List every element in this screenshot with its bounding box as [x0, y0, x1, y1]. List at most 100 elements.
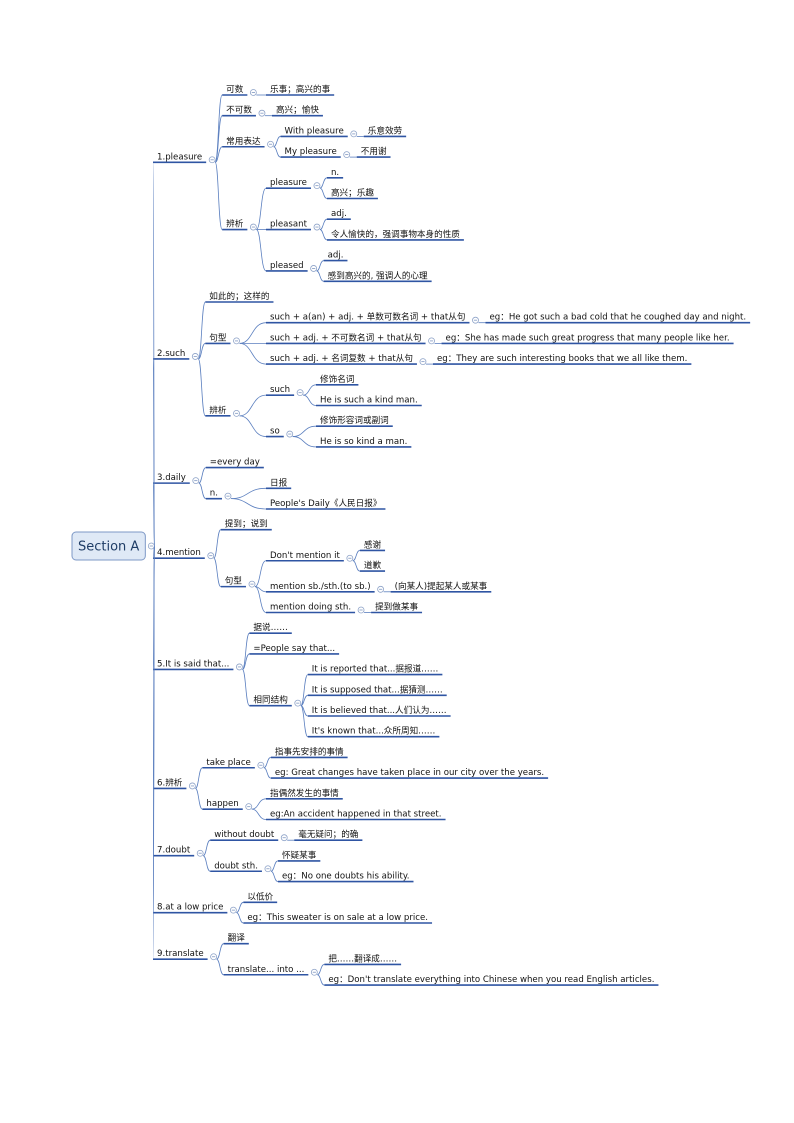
- node-text[interactable]: 提到；说到: [225, 518, 268, 530]
- node-mention-doing-sth[interactable]: mention doing sth.: [270, 603, 351, 613]
- node-text[interactable]: 可数: [226, 83, 244, 95]
- node-such-adj-that[interactable]: such + adj. + 不可数名词 + that从句: [270, 331, 422, 343]
- node-text[interactable]: 翻译: [228, 933, 246, 944]
- node-eg-great-changes-have-taken-place-in-our-city-over-the-years[interactable]: eg: Great changes have taken place in ou…: [275, 768, 544, 778]
- connector: [270, 860, 279, 872]
- node-text[interactable]: 句型: [225, 575, 243, 587]
- node-n[interactable]: n.: [210, 489, 218, 499]
- connector: [303, 394, 317, 406]
- node-3-daily[interactable]: 3.daily: [157, 473, 186, 483]
- node-text[interactable]: 辨析: [226, 218, 244, 230]
- root-node-label[interactable]: Section A: [78, 540, 139, 555]
- node-text[interactable]: 道歉: [364, 559, 382, 571]
- node-such-adj-that[interactable]: such + adj. + 名词复数 + that从句: [270, 352, 413, 364]
- connector: [202, 855, 211, 872]
- node-eg-she-has-made-such-great-progress-that-many-people-like-her[interactable]: eg：She has made such great progress that…: [446, 333, 730, 343]
- node-9-translate[interactable]: 9.translate: [157, 949, 204, 959]
- node-happen[interactable]: happen: [206, 799, 238, 809]
- node-it-s-known-that[interactable]: It's known that...众所周知……: [312, 725, 436, 737]
- node-text[interactable]: 不可数: [226, 104, 252, 116]
- node-1-pleasure[interactable]: 1.pleasure: [157, 152, 202, 162]
- connector: [251, 808, 267, 820]
- connector: [216, 943, 224, 960]
- node-text[interactable]: 以低价: [247, 890, 273, 902]
- node-text[interactable]: 感谢: [364, 538, 382, 550]
- connector: [230, 487, 267, 500]
- node-text[interactable]: 毫无疑问；的确: [298, 828, 358, 840]
- connector: [319, 187, 328, 199]
- node-text[interactable]: 如此的；这样的: [209, 290, 269, 302]
- node-text[interactable]: 指偶然发生的事情: [270, 787, 339, 799]
- node-adj[interactable]: adj.: [331, 209, 347, 219]
- node-4-mention[interactable]: 4.mention: [157, 548, 201, 558]
- node-text[interactable]: 指事先安排的事情: [275, 745, 344, 757]
- node-such-a-an-adj-that[interactable]: such + a(an) + adj. + 单数可数名词 + that从句: [270, 311, 465, 323]
- node-such[interactable]: such: [270, 385, 290, 395]
- connector: [239, 343, 267, 365]
- node-text[interactable]: 修饰名词: [320, 373, 354, 385]
- node-text[interactable]: 提到做某事: [375, 601, 418, 613]
- node-translate-into[interactable]: translate... into ...: [228, 965, 305, 975]
- node-text[interactable]: 日报: [270, 477, 288, 488]
- node-pleasant[interactable]: pleasant: [270, 220, 308, 230]
- node-text[interactable]: 高兴；乐趣: [331, 187, 374, 199]
- node-5-it-is-said-that[interactable]: 5.It is said that...: [157, 659, 229, 669]
- node-text[interactable]: 辨析: [209, 404, 227, 416]
- node-my-pleasure[interactable]: My pleasure: [285, 147, 337, 157]
- node-text[interactable]: 修饰形容词或副词: [320, 414, 389, 426]
- node-so[interactable]: so: [270, 427, 280, 437]
- node-it-is-reported-that[interactable]: It is reported that...据报道……: [312, 663, 439, 675]
- node-every-day[interactable]: =every day: [210, 458, 260, 468]
- node-text[interactable]: 令人愉快的，强调事物本身的性质: [331, 228, 460, 240]
- connector: [198, 467, 206, 484]
- connector: [263, 757, 271, 769]
- connector: [152, 482, 155, 547]
- node-without-doubt[interactable]: without doubt: [214, 830, 275, 840]
- connector: [236, 912, 244, 924]
- node-text[interactable]: 感到高兴的, 强调人的心理: [328, 269, 428, 281]
- node-text[interactable]: 怀疑某事: [282, 849, 317, 861]
- node-it-is-supposed-that[interactable]: It is supposed that...据猜测……: [312, 683, 443, 695]
- node-people-s-daily[interactable]: People's Daily《人民日报》: [270, 498, 381, 509]
- node-eg-he-got-such-a-bad-cold-that-he-coughed-day-and-night[interactable]: eg：He got such a bad cold that he coughe…: [489, 313, 746, 323]
- node-it-is-believed-that[interactable]: It is believed that...人们认为……: [312, 704, 447, 716]
- node-eg-no-one-doubts-his-ability[interactable]: eg：No one doubts his ability.: [282, 872, 410, 882]
- node-pleased[interactable]: pleased: [270, 261, 304, 271]
- connector: [292, 436, 317, 448]
- connector: [197, 301, 206, 360]
- node-with-pleasure[interactable]: With pleasure: [285, 126, 344, 136]
- connector: [214, 115, 223, 163]
- node-8-at-a-low-price[interactable]: 8.at a low price: [157, 903, 223, 913]
- node-he-is-so-kind-a-man[interactable]: He is so kind a man.: [320, 437, 407, 447]
- node-eg-an-accident-happened-in-that-street[interactable]: eg:An accident happened in that street.: [270, 810, 442, 820]
- node-6[interactable]: 6.辨析: [157, 776, 183, 788]
- root-node[interactable]: [71, 531, 146, 561]
- node-text[interactable]: 乐意效劳: [368, 124, 403, 136]
- node-pleasure[interactable]: pleasure: [270, 178, 307, 188]
- node-eg-don-t-translate-everything-into-chinese-when-you-read-english-articles[interactable]: eg：Don't translate everything into Chine…: [328, 975, 654, 985]
- node-take-place[interactable]: take place: [206, 758, 250, 768]
- node-he-is-such-a-kind-man[interactable]: He is such a kind man.: [320, 396, 418, 406]
- node-don-t-mention-it[interactable]: Don't mention it: [270, 551, 340, 561]
- node-text[interactable]: 相同结构: [253, 694, 288, 706]
- node-text[interactable]: 不用谢: [361, 145, 387, 157]
- node-eg-this-sweater-is-on-sale-at-a-low-price[interactable]: eg：This sweater is on sale at a low pric…: [247, 913, 428, 923]
- node-adj[interactable]: adj.: [328, 251, 344, 261]
- node-people-say-that[interactable]: =People say that...: [253, 644, 335, 654]
- node-eg-they-are-such-interesting-books-that-we-all-like-them[interactable]: eg：They are such interesting books that …: [437, 354, 687, 364]
- node-text[interactable]: 据说……: [253, 621, 287, 633]
- node-text[interactable]: 把……翻译成……: [328, 952, 397, 964]
- connector: [300, 694, 308, 707]
- connector: [319, 177, 328, 189]
- node-2-such[interactable]: 2.such: [157, 349, 185, 359]
- node-7-doubt[interactable]: 7.doubt: [157, 846, 191, 856]
- connector: [273, 146, 281, 158]
- node-text[interactable]: (向某人)提起某人或某事: [395, 580, 488, 592]
- node-text[interactable]: 常用表达: [226, 135, 261, 147]
- node-text[interactable]: 高兴；愉快: [276, 104, 319, 116]
- node-n[interactable]: n.: [331, 168, 339, 178]
- node-text[interactable]: 句型: [209, 331, 227, 343]
- node-text[interactable]: 乐事；高兴的事: [270, 83, 331, 95]
- node-doubt-sth[interactable]: doubt sth.: [214, 861, 258, 871]
- node-mention-sb-sth-to-sb[interactable]: mention sb./sth.(to sb.): [270, 582, 371, 592]
